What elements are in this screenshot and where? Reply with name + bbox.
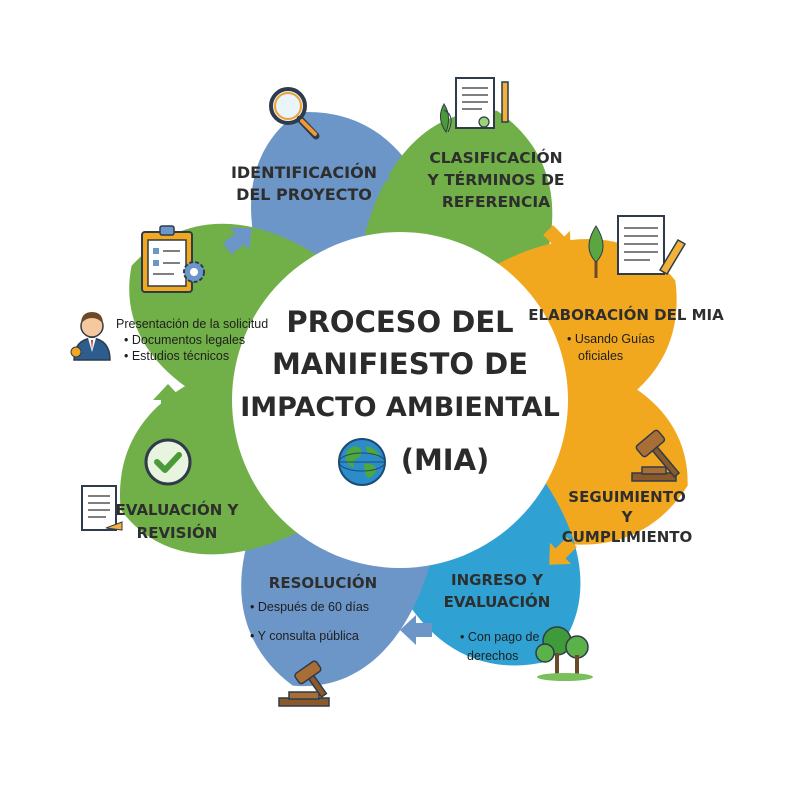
step-seguimiento-title-2: Y — [621, 508, 634, 526]
step-ingreso-note-1: • Con pago de — [460, 630, 539, 644]
step-seguimiento-title-1: SEGUIMIENTO — [568, 488, 685, 506]
step-identificacion-title-2: DEL PROYECTO — [236, 185, 372, 204]
step-ingreso-title-2: EVALUACIÓN — [444, 592, 551, 611]
step-seguimiento: SEGUIMIENTO Y CUMPLIMIENTO — [562, 488, 693, 546]
step-resolucion-note-2: • Y consulta pública — [250, 629, 359, 643]
step-ingreso-title-1: INGRESO Y — [451, 571, 544, 589]
magnifier-icon — [269, 87, 320, 140]
flow-arrow-7 — [222, 227, 252, 255]
clipboard-gear-icon — [141, 225, 205, 293]
document-icon — [81, 485, 123, 531]
flow-arrow-2 — [543, 225, 571, 253]
checkmark-icon — [144, 438, 192, 486]
center-circle — [232, 232, 568, 568]
step-clasificacion-title-3: REFERENCIA — [442, 193, 550, 211]
arrows-layer — [153, 163, 640, 645]
step-evaluacion: EVALUACIÓN Y REVISIÓN — [116, 500, 240, 542]
step-identificacion: IDENTIFICACIÓN DEL PROYECTO — [231, 163, 377, 204]
step-clasificacion-title-2: Y TÉRMINOS DE — [426, 170, 564, 189]
step-clasificacion-title-1: CLASIFICACIÓN — [429, 148, 562, 167]
step-seguimiento-title-3: CUMPLIMIENTO — [562, 528, 693, 546]
step-elaboracion-title-1: ELABORACIÓN DEL MIA — [528, 305, 724, 324]
flow-arrow-1 — [358, 163, 390, 193]
step-clasificacion: CLASIFICACIÓN Y TÉRMINOS DE REFERENCIA — [426, 148, 564, 211]
step-ingreso: INGRESO Y EVALUACIÓN • Con pago de derec… — [444, 571, 551, 663]
flow-arrow-3 — [610, 386, 640, 418]
step-resolucion: RESOLUCIÓN • Después de 60 días • Y cons… — [250, 573, 377, 643]
person-icon — [70, 312, 111, 361]
center-title-line-3: IMPACTO AMBIENTAL — [240, 392, 560, 423]
flow-arrow-6 — [153, 384, 183, 416]
flow-arrow-5 — [400, 615, 432, 645]
step-presentacion-note-2: • Documentos legales — [124, 333, 245, 347]
center-title: PROCESO DEL MANIFIESTO DE IMPACTO AMBIEN… — [240, 305, 560, 477]
trees-icon — [535, 626, 593, 681]
step-resolucion-note-1: • Después de 60 días — [250, 600, 369, 614]
step-elaboracion-note-1: • Usando Guías — [567, 332, 655, 346]
gavel-icon — [631, 429, 681, 482]
center-title-line-1: PROCESO DEL — [286, 305, 513, 339]
document-plant-icon — [440, 77, 509, 134]
step-ingreso-note-2: derechos — [467, 649, 518, 663]
step-evaluacion-title-1: EVALUACIÓN Y — [116, 500, 240, 519]
gavel-icon — [278, 660, 330, 707]
step-elaboracion-note-2: oficiales — [578, 349, 623, 363]
center-title-line-2: MANIFIESTO DE — [272, 347, 528, 381]
step-presentacion-note-1: Presentación de la solicitud — [116, 317, 268, 331]
center-title-line-4: (MIA) — [401, 443, 490, 477]
step-presentacion: Presentación de la solicitud • Documento… — [116, 317, 268, 363]
step-identificacion-title-1: IDENTIFICACIÓN — [231, 163, 377, 182]
flow-arrow-4 — [549, 537, 577, 565]
document-pencil-icon — [588, 215, 687, 278]
step-presentacion-note-3: • Estudios técnicos — [124, 349, 229, 363]
globe-icon — [338, 438, 386, 486]
step-resolucion-title-1: RESOLUCIÓN — [269, 573, 377, 592]
step-evaluacion-title-2: REVISIÓN — [137, 523, 218, 542]
step-elaboracion: ELABORACIÓN DEL MIA • Usando Guías ofici… — [528, 305, 724, 363]
